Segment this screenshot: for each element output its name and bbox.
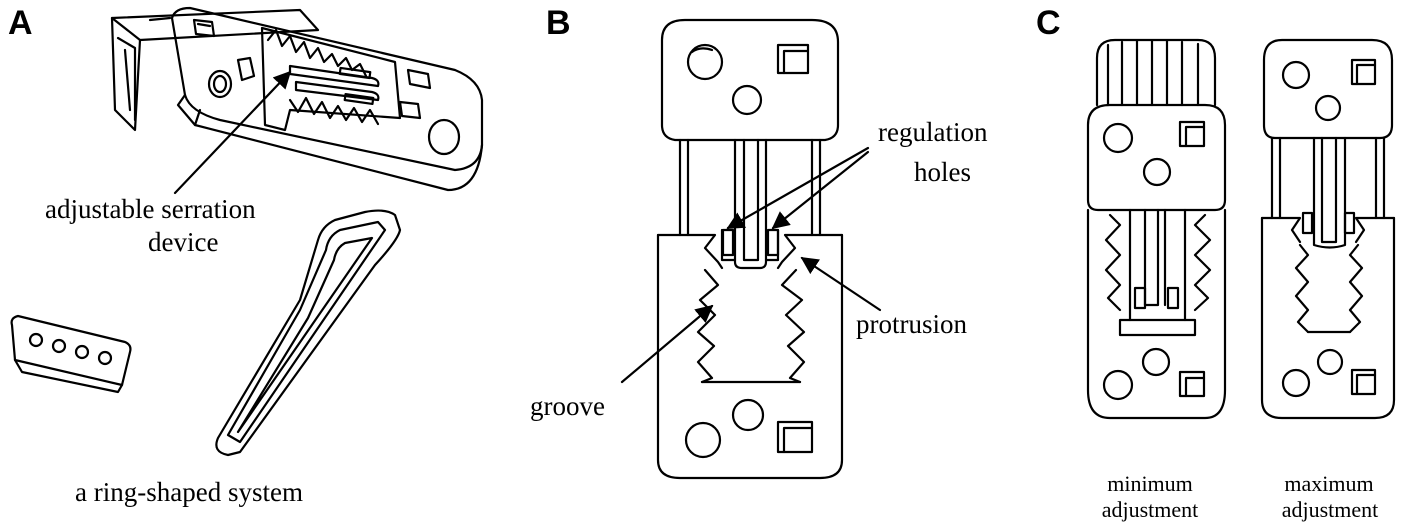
panel-label-c: C — [1036, 4, 1061, 42]
label-maximum-adjustment: adjustment — [1281, 497, 1379, 522]
panel-label-b: B — [546, 4, 571, 42]
label-minimum: minimum — [1107, 471, 1193, 496]
arrow-protrusion — [800, 258, 880, 310]
label-regulation: regulation — [878, 117, 988, 147]
panel-a-clip — [12, 316, 131, 392]
arrow-groove — [622, 304, 714, 382]
panel-a-ring — [216, 211, 400, 455]
label-holes: holes — [914, 157, 971, 187]
label-adjustable-serration: adjustable serration — [45, 194, 256, 224]
panel-label-a: A — [8, 4, 33, 42]
panel-c-max-device — [1262, 40, 1394, 418]
arrow-regulation-left — [726, 148, 868, 228]
arrow-device — [175, 70, 292, 193]
panel-b-device — [658, 20, 842, 478]
label-groove: groove — [530, 391, 605, 421]
arrow-regulation-right — [771, 152, 868, 228]
panel-c-min-device — [1088, 40, 1225, 418]
label-maximum: maximum — [1284, 471, 1374, 496]
panel-a-device — [112, 8, 482, 190]
label-protrusion: protrusion — [856, 309, 967, 339]
label-minimum-adjustment: adjustment — [1101, 497, 1199, 522]
label-device: device — [148, 227, 219, 257]
label-ring-shaped-system: a ring-shaped system — [75, 477, 303, 507]
